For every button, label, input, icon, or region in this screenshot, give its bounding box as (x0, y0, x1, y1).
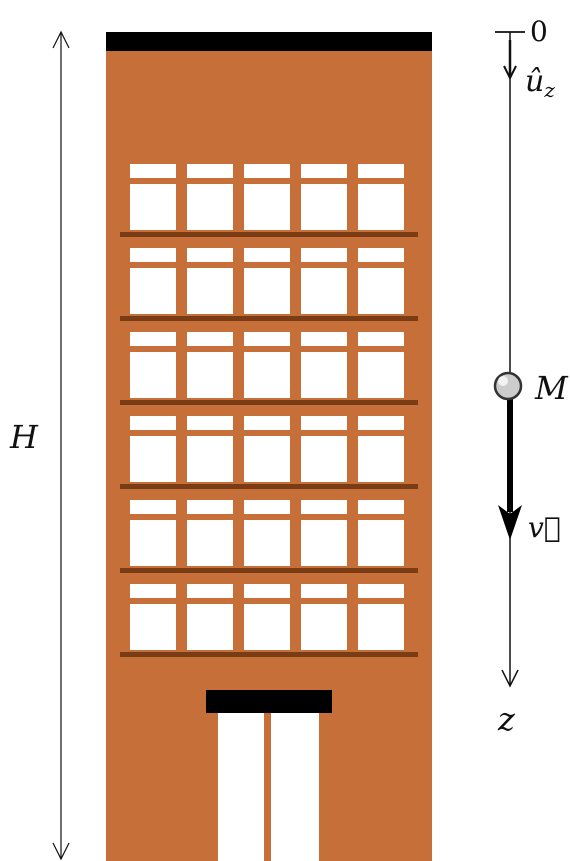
floor-ledge (120, 484, 418, 489)
window-top-pane (187, 416, 233, 430)
window-top-pane (301, 164, 347, 178)
window-bottom-pane (244, 352, 290, 398)
origin-label: 0 (530, 15, 548, 48)
window-bottom-pane (301, 436, 347, 482)
window-bottom-pane (130, 352, 176, 398)
window-bottom-pane (187, 184, 233, 230)
window-bottom-pane (187, 352, 233, 398)
window-bottom-pane (358, 184, 404, 230)
z-axis-label: z (497, 700, 516, 738)
window-top-pane (358, 416, 404, 430)
window-bottom-pane (187, 268, 233, 314)
window-top-pane (130, 584, 176, 598)
window-top-pane (187, 248, 233, 262)
door-right-panel (271, 713, 319, 861)
unit-vector: ûz (503, 40, 555, 102)
window-bottom-pane (187, 436, 233, 482)
window-bottom-pane (130, 268, 176, 314)
window-bottom-pane (301, 604, 347, 650)
window-top-pane (358, 500, 404, 514)
window-top-pane (244, 584, 290, 598)
window-bottom-pane (301, 184, 347, 230)
unit-vector-arrowhead (503, 65, 517, 81)
window-top-pane (358, 332, 404, 346)
building (106, 32, 432, 861)
window-top-pane (358, 248, 404, 262)
window-top-pane (130, 248, 176, 262)
window-bottom-pane (244, 268, 290, 314)
floor-ledge (120, 652, 418, 657)
window-top-pane (187, 164, 233, 178)
window-top-pane (130, 332, 176, 346)
point-m-ball (493, 371, 523, 401)
building-door (206, 690, 332, 861)
window-top-pane (301, 332, 347, 346)
floor-ledge (120, 316, 418, 321)
window-top-pane (244, 332, 290, 346)
window-top-pane (358, 164, 404, 178)
window-bottom-pane (358, 436, 404, 482)
window-bottom-pane (244, 520, 290, 566)
window-bottom-pane (358, 520, 404, 566)
floor-ledge (120, 400, 418, 405)
window-top-pane (187, 584, 233, 598)
floor-ledge (120, 232, 418, 237)
window-bottom-pane (130, 436, 176, 482)
unit-vector-label: ûz (525, 64, 555, 102)
velocity-label: v⃗ (528, 511, 561, 544)
window-bottom-pane (130, 184, 176, 230)
height-dimension: H (9, 30, 70, 861)
z-axis-arrowhead (501, 669, 519, 688)
unit-vector-subscript: z (543, 78, 555, 102)
building-roof (106, 32, 432, 51)
velocity-vector: v⃗ (498, 398, 561, 544)
height-arrowhead-top (52, 30, 70, 49)
point-m: M (493, 369, 569, 407)
window-top-pane (187, 500, 233, 514)
window-bottom-pane (301, 268, 347, 314)
window-top-pane (187, 332, 233, 346)
window-bottom-pane (301, 520, 347, 566)
unit-vector-symbol: û (525, 64, 544, 99)
point-m-label: M (534, 369, 569, 407)
velocity-arrowhead (498, 505, 522, 540)
window-bottom-pane (358, 352, 404, 398)
door-canopy (206, 690, 332, 713)
window-bottom-pane (130, 520, 176, 566)
window-bottom-pane (301, 352, 347, 398)
window-bottom-pane (130, 604, 176, 650)
window-bottom-pane (187, 604, 233, 650)
window-top-pane (244, 164, 290, 178)
window-top-pane (244, 248, 290, 262)
floor-ledge (120, 568, 418, 573)
window-bottom-pane (244, 184, 290, 230)
window-top-pane (301, 500, 347, 514)
window-bottom-pane (358, 268, 404, 314)
window-top-pane (301, 416, 347, 430)
window-bottom-pane (358, 604, 404, 650)
point-m-highlight (498, 376, 508, 386)
window-top-pane (301, 248, 347, 262)
height-arrowhead-bottom (52, 842, 70, 861)
building-floors (120, 164, 418, 657)
window-top-pane (244, 500, 290, 514)
window-top-pane (244, 416, 290, 430)
window-top-pane (130, 164, 176, 178)
z-axis: 0 z (495, 15, 548, 738)
door-left-panel (218, 713, 264, 861)
window-bottom-pane (244, 436, 290, 482)
window-top-pane (130, 500, 176, 514)
window-top-pane (130, 416, 176, 430)
window-top-pane (358, 584, 404, 598)
height-label: H (9, 418, 39, 456)
window-top-pane (301, 584, 347, 598)
window-bottom-pane (244, 604, 290, 650)
window-bottom-pane (187, 520, 233, 566)
